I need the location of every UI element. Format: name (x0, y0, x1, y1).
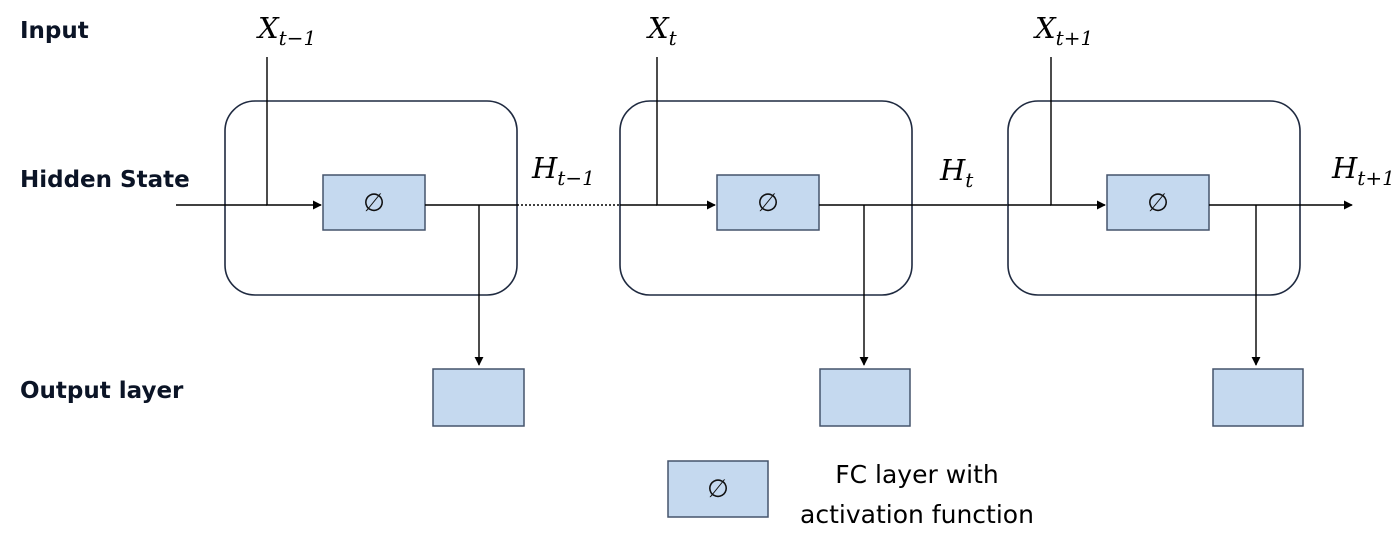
hidden-label-2-base: H (939, 153, 966, 187)
input-label-3: Xt+1 (1033, 11, 1093, 50)
legend-text-line-2: activation function (800, 500, 1034, 529)
input-label-1-sub: t−1 (279, 26, 317, 50)
output-box-2 (819, 368, 911, 427)
hidden-label-1-base: H (531, 151, 558, 185)
legend: ∅ FC layer with activation function (667, 460, 1034, 529)
legend-text-line-1: FC layer with (835, 460, 999, 489)
hidden-label-1: Ht−1 (531, 151, 595, 190)
input-label-2: Xt (646, 11, 678, 50)
fc-layer-3 (1106, 174, 1210, 231)
hidden-label-1-sub: t−1 (557, 166, 595, 190)
rnn-cell-1: ∅ Xt−1 (176, 11, 525, 427)
input-label-3-sub: t+1 (1056, 26, 1094, 50)
input-label-1: Xt−1 (256, 11, 316, 50)
input-label-2-sub: t (669, 26, 678, 50)
phi-symbol-3: ∅ (1147, 188, 1169, 217)
fc-layer-1 (322, 174, 426, 231)
output-box-3 (1212, 368, 1304, 427)
input-label-3-base: X (1033, 11, 1057, 45)
input-label-2-base: X (646, 11, 670, 45)
row-label-output-layer: Output layer (20, 378, 184, 404)
phi-symbol-2: ∅ (757, 188, 779, 217)
row-label-hidden-state: Hidden State (20, 167, 190, 193)
fc-layer-2 (716, 174, 820, 231)
hidden-label-2: Ht (939, 153, 974, 192)
hidden-label-3: Ht+1 (1331, 151, 1395, 190)
rnn-cell-2: ∅ Xt (619, 11, 913, 427)
hidden-label-2-sub: t (965, 168, 974, 192)
output-box-1 (432, 368, 525, 427)
phi-symbol-1: ∅ (363, 188, 385, 217)
legend-phi-symbol: ∅ (707, 474, 729, 503)
hidden-label-3-base: H (1331, 151, 1358, 185)
hidden-label-3-sub: t+1 (1357, 166, 1395, 190)
legend-fc-box (667, 460, 769, 518)
row-label-input: Input (20, 18, 89, 44)
rnn-cell-3: ∅ Xt+1 (1007, 11, 1353, 427)
input-label-1-base: X (256, 11, 280, 45)
